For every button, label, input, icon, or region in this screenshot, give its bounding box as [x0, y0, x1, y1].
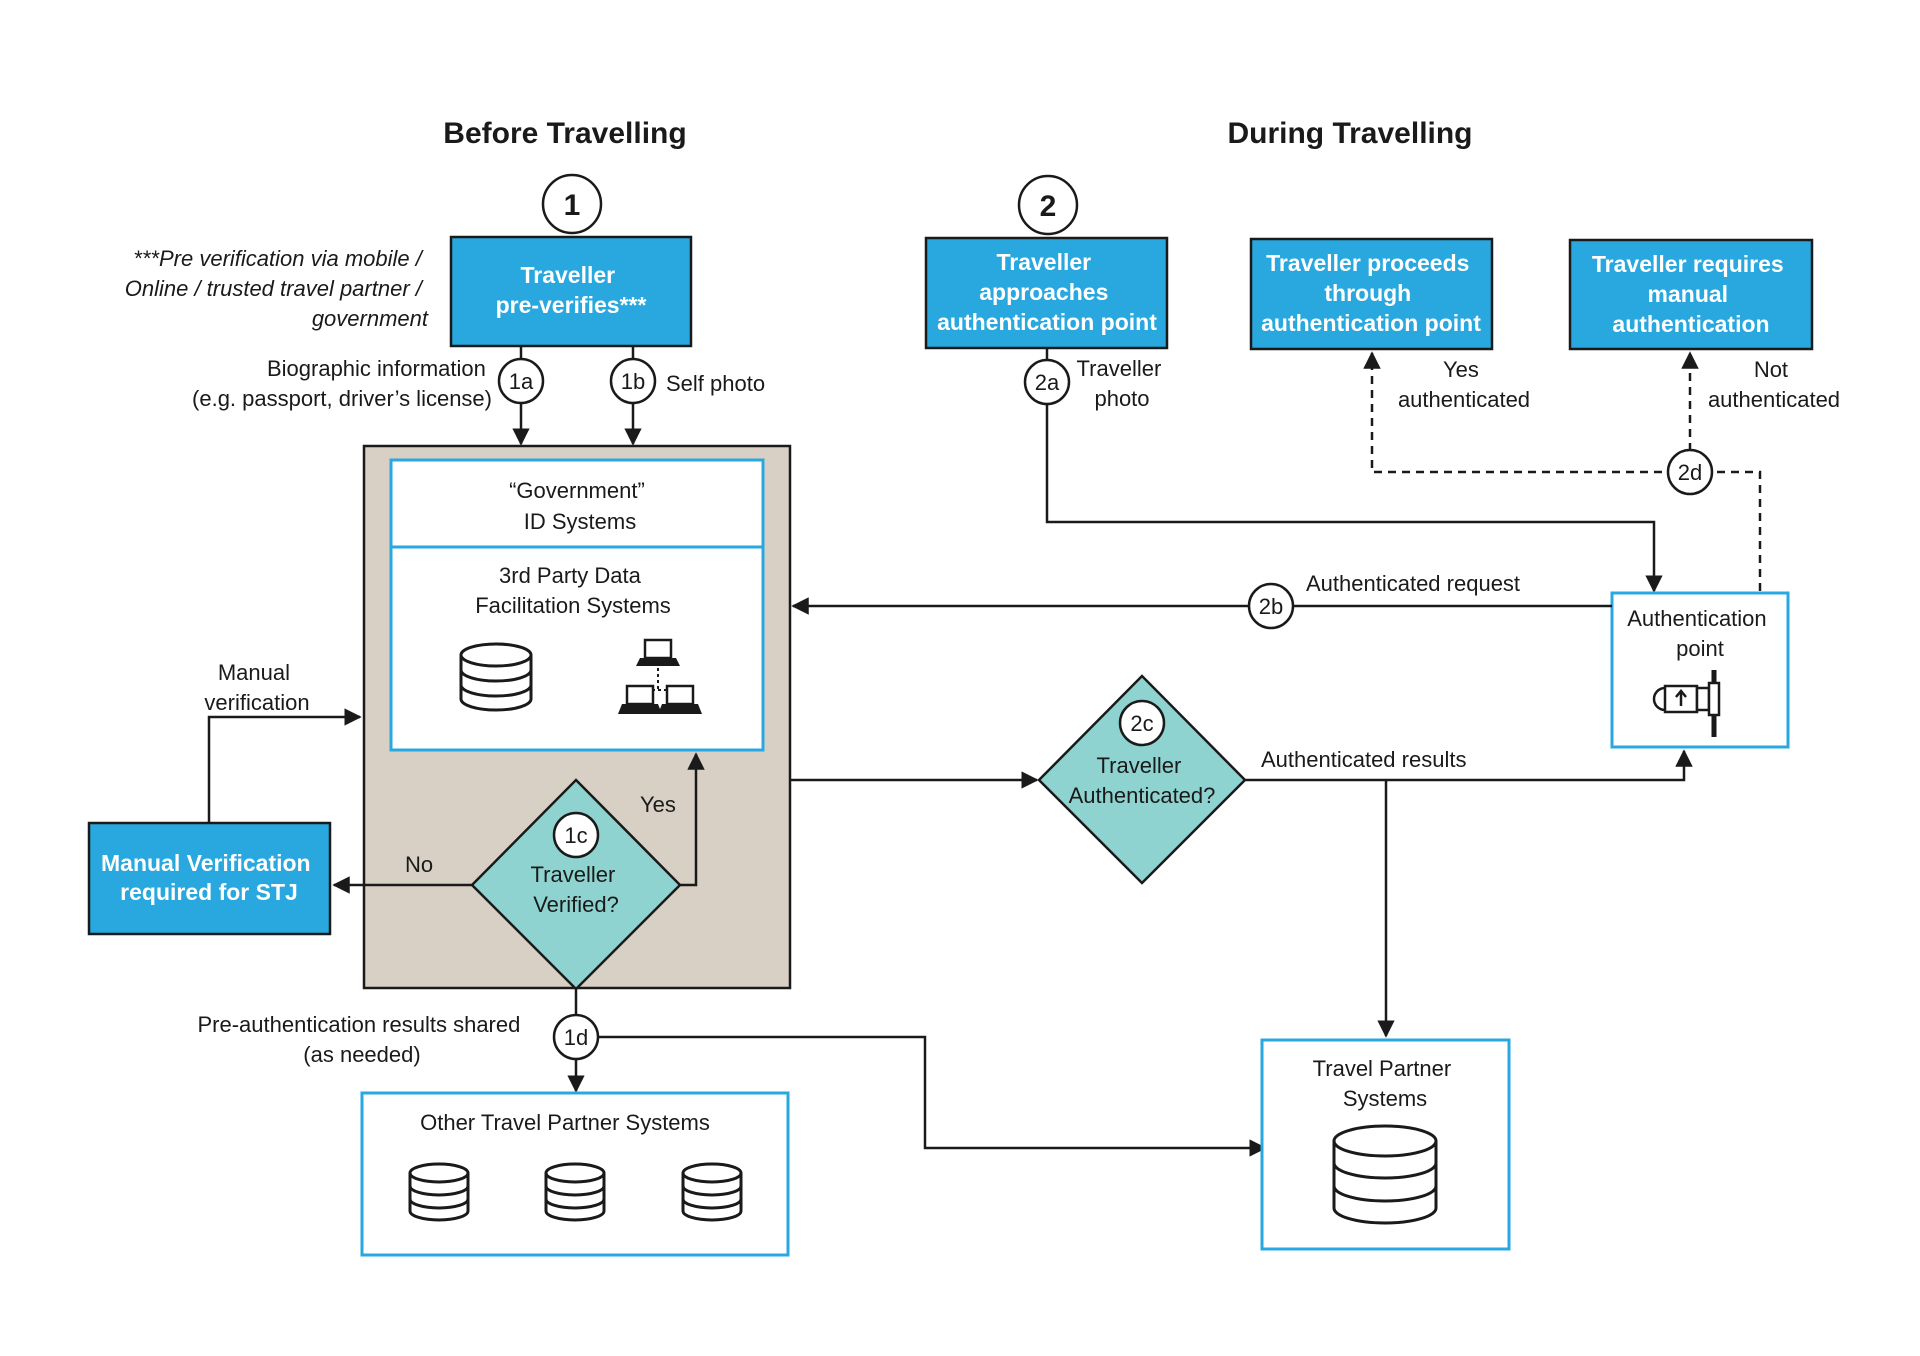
badge-1c [552, 811, 600, 859]
travel-partner-label: Travel Partner Systems [1313, 1056, 1458, 1111]
proceeds-box [1249, 237, 1494, 351]
database-icon [544, 1162, 606, 1222]
badge-2d-label: 2d [1678, 460, 1702, 485]
other-partner-label: Other Travel Partner Systems [420, 1110, 710, 1135]
yes-authenticated-label: Yes authenticated [1398, 357, 1530, 412]
database-icon [681, 1162, 743, 1222]
database-icon [408, 1162, 470, 1222]
badge-2a-label: 2a [1035, 370, 1060, 395]
step-1-badge [541, 173, 603, 235]
badge-1c-label: 1c [564, 823, 587, 848]
systems-panel [389, 458, 765, 752]
manual-verification-label: Manual Verification required for STJ [101, 850, 317, 905]
manual-auth-box [1568, 238, 1814, 351]
biographic-label: Biographic information (e.g. passport, d… [192, 356, 492, 411]
network-icon [618, 638, 702, 714]
badge-2b [1247, 582, 1295, 630]
authenticated-request-label: Authenticated request [1306, 571, 1520, 596]
edge-not-authenticated [1681, 351, 1762, 591]
badge-2a [1023, 358, 1071, 406]
edge-authenticated-results [1245, 749, 1693, 782]
step-1-badge-label: 1 [564, 189, 581, 222]
database-icon [1332, 1124, 1438, 1225]
edge-manual-verification [207, 708, 362, 823]
manual-verification-edge-label: Manual verification [204, 660, 309, 715]
self-photo-label: Self photo [666, 371, 765, 396]
badge-1d-label: 1d [564, 1025, 588, 1050]
badge-2d [1666, 448, 1714, 496]
badge-1a [497, 357, 545, 405]
authenticated-decision-label: Traveller Authenticated? [1069, 753, 1216, 808]
step-2-badge [1017, 174, 1079, 236]
pre-verifies-label: Traveller pre-verifies*** [496, 262, 647, 318]
authentication-point-label: Authentication point [1627, 606, 1773, 661]
badge-1b-label: 1b [621, 369, 645, 394]
authenticated-decision [1037, 674, 1247, 885]
badge-1a-label: 1a [509, 369, 534, 394]
edge-pre-auth-to-partner [598, 1035, 1267, 1157]
yes-label: Yes [640, 792, 676, 817]
edge-traveller-photo [1045, 348, 1663, 593]
database-icon [459, 642, 533, 712]
edge-verified-yes [680, 752, 705, 887]
no-label: No [405, 852, 433, 877]
government-id-label: “Government” ID Systems [509, 478, 651, 534]
not-authenticated-label: Not authenticated [1708, 357, 1840, 412]
section-title-before: Before Travelling [443, 117, 686, 150]
camera-icon [1652, 670, 1721, 737]
badge-1d [552, 1013, 600, 1061]
authenticated-results-label: Authenticated results [1261, 747, 1466, 772]
pre-verification-note: ***Pre verification via mobile / Online … [125, 246, 429, 331]
approaches-label: Traveller approaches authentication poin… [937, 249, 1157, 335]
badge-2c [1118, 699, 1166, 747]
badge-2b-label: 2b [1259, 594, 1283, 619]
step-2-badge-label: 2 [1040, 190, 1057, 223]
proceeds-label: Traveller proceeds through authenticatio… [1261, 250, 1481, 336]
traveller-photo-label: Traveller photo [1077, 356, 1168, 411]
third-party-label: 3rd Party Data Facilitation Systems [475, 563, 671, 618]
badge-1b [609, 357, 657, 405]
approaches-box [924, 236, 1169, 350]
manual-auth-label: Traveller requires manual authentication [1592, 251, 1790, 337]
badge-2c-label: 2c [1130, 711, 1153, 736]
pre-auth-results-label: Pre-authentication results shared (as ne… [198, 1012, 527, 1067]
section-title-during: During Travelling [1227, 117, 1472, 150]
manual-verification-box [87, 821, 332, 936]
authentication-point-box [1610, 591, 1790, 749]
pre-verifies-box [449, 235, 693, 348]
edge-yes-authenticated [1363, 351, 1690, 474]
verified-decision-label: Traveller Verified? [531, 862, 622, 917]
